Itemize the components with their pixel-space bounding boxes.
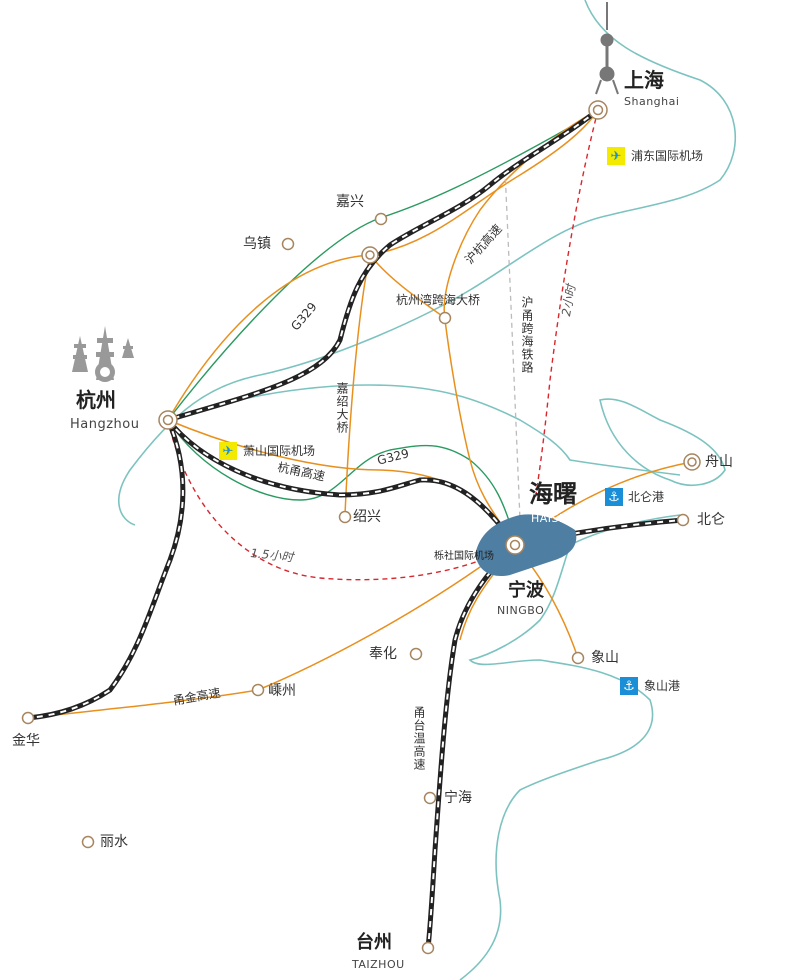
city-label-wuzhen: 乌镇 <box>243 236 271 252</box>
pagoda-icon <box>72 326 134 382</box>
airplane-icon: ✈ <box>607 147 625 165</box>
city-marker-jiaxing <box>374 212 388 226</box>
city-label-ningbo: 宁波 <box>508 580 544 601</box>
city-label-shengzhou: 嵊州 <box>268 683 296 699</box>
airport-label-lishe: 栎社国际机场 <box>434 551 494 562</box>
tv-tower-icon <box>595 2 619 95</box>
port-label-beilun: 北仑港 <box>628 490 665 504</box>
zhoushan-island <box>599 398 726 486</box>
railway-hangzhou-jinhua <box>27 418 186 721</box>
road-label-huyong-railway: 沪甬跨海铁路 <box>520 296 534 374</box>
city-label-jiaxing: 嘉兴 <box>336 194 364 210</box>
city-label-hangzhou: 杭州 <box>76 388 116 412</box>
city-label-lishui: 丽水 <box>100 834 128 850</box>
city-marker-beilun <box>676 513 690 527</box>
road-label-jiashao-bridge: 嘉绍大桥 <box>335 382 349 434</box>
city-label-zhoushan: 舟山 <box>705 454 733 470</box>
city-marker-jinhua <box>21 711 35 725</box>
city-marker-bay-bridge <box>438 311 452 325</box>
city-marker-xiangshan <box>571 651 585 665</box>
city-marker-ninghai <box>423 791 437 805</box>
road-label-yongtaiwen: 甬台温高速 <box>412 706 426 771</box>
coastline-bay-south <box>174 384 681 476</box>
huyong-railway-dashed <box>504 169 521 521</box>
city-marker-shaoxing <box>338 510 352 524</box>
city-label-beilun: 北仑 <box>697 512 725 528</box>
bay-bridge-road <box>369 254 446 319</box>
g329-south-road <box>167 419 516 541</box>
railway-ningbo-taizhou <box>425 543 517 949</box>
city-label-shanghai: 上海 <box>624 68 664 92</box>
city-label-haishu: 海曙 <box>529 480 577 508</box>
city-pinyin-haishu: HAISHU <box>531 512 577 525</box>
anchor-icon: ⚓ <box>620 677 638 695</box>
city-label-taizhou: 台州 <box>356 932 392 953</box>
city-marker-lishui <box>81 835 95 849</box>
shanghai-ningbo-time-line <box>534 109 599 501</box>
city-marker-fenghua <box>409 647 423 661</box>
city-pinyin-taizhou: TAIZHOU <box>352 958 405 971</box>
city-marker-shengzhou <box>251 683 265 697</box>
airport-label-xiaoshan: 萧山国际机场 <box>243 444 316 458</box>
railway-hangzhou-ningbo <box>166 418 518 547</box>
hangzhou-ningbo-time-line <box>167 419 516 581</box>
port-label-xiangshan: 象山港 <box>644 679 681 693</box>
haishu-district-shape <box>475 514 577 576</box>
airport-label-pudong: 浦东国际机场 <box>631 149 704 163</box>
airplane-icon: ✈ <box>219 442 237 460</box>
city-label-jinhua: 金华 <box>12 733 40 749</box>
city-label-xiangshan: 象山 <box>591 650 619 666</box>
g329-north-road <box>167 109 601 421</box>
city-pinyin-hangzhou: Hangzhou <box>70 417 140 432</box>
city-pinyin-shanghai: Shanghai <box>624 95 680 108</box>
coastline-ningbo-east <box>459 514 681 980</box>
huhang-expressway <box>167 109 599 421</box>
city-label-fenghua: 奉化 <box>369 646 397 662</box>
city-marker-wuzhen <box>281 237 295 251</box>
city-label-shaoxing: 绍兴 <box>353 509 381 525</box>
anchor-icon: ⚓ <box>605 488 623 506</box>
railway-shanghai-hangzhou <box>167 108 600 423</box>
road-label-bay-bridge: 杭州湾跨海大桥 <box>396 293 481 307</box>
city-pinyin-ningbo: NINGBO <box>497 604 545 617</box>
city-marker-taizhou <box>421 941 435 955</box>
city-label-ninghai: 宁海 <box>444 790 472 806</box>
